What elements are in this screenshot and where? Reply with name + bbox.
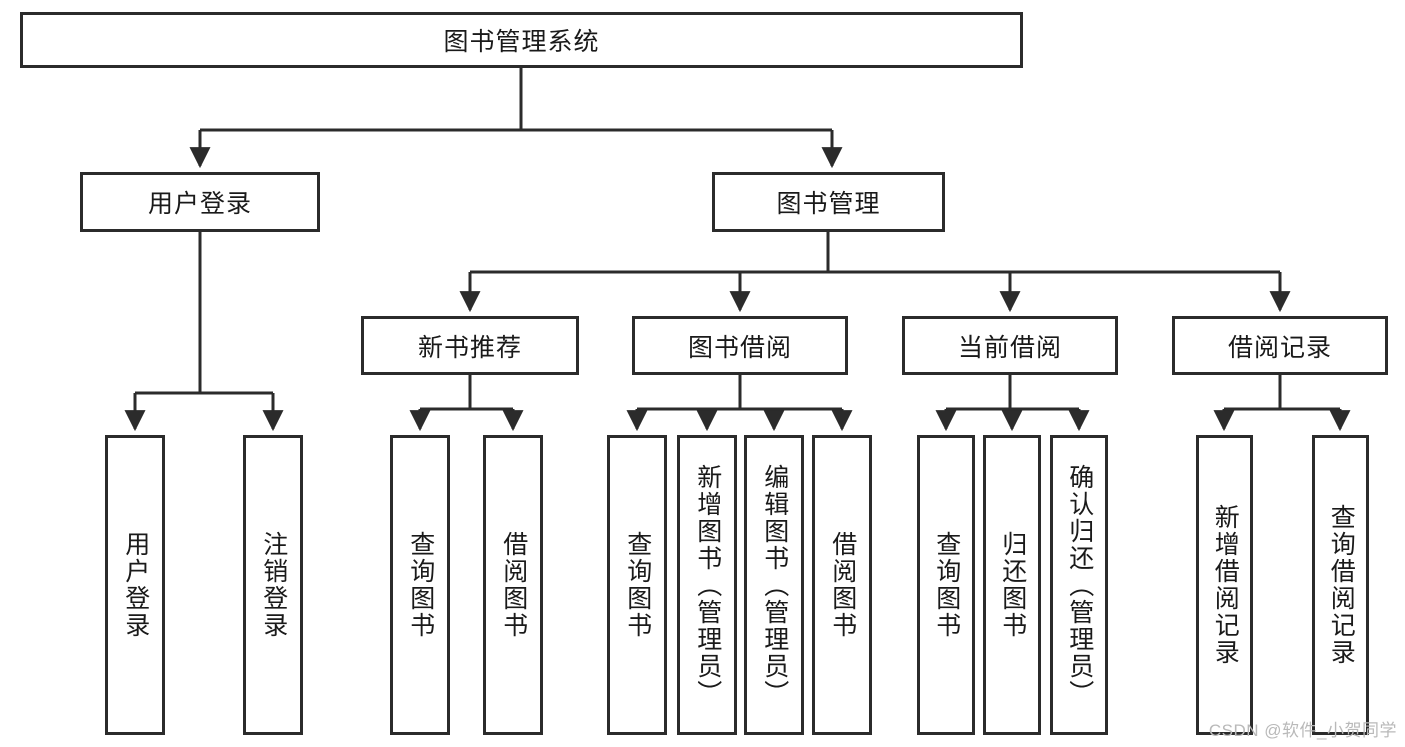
- node-root-label: 图书管理系统: [443, 28, 600, 56]
- node-borrow-record[interactable]: 借阅记录: [1172, 316, 1388, 375]
- node-leaf-borrow-book-rec-label: 借阅图书: [499, 531, 528, 639]
- node-current-borrow-label: 当前借阅: [957, 333, 1062, 362]
- node-leaf-confirm-return-admin-label: 确认归还（管理员）: [1065, 463, 1094, 707]
- node-book-manage[interactable]: 图书管理: [712, 172, 945, 232]
- node-new-book-rec-label: 新书推荐: [417, 333, 522, 362]
- node-leaf-return-book[interactable]: 归还图书: [983, 435, 1041, 735]
- node-leaf-confirm-return-admin[interactable]: 确认归还（管理员）: [1050, 435, 1108, 735]
- node-leaf-user-logout[interactable]: 注销登录: [243, 435, 303, 735]
- node-new-book-rec[interactable]: 新书推荐: [361, 316, 579, 375]
- node-root[interactable]: 图书管理系统: [20, 12, 1023, 68]
- watermark: CSDN @软件_小贺同学: [1208, 721, 1397, 740]
- node-book-borrow[interactable]: 图书借阅: [632, 316, 848, 375]
- node-leaf-add-book-admin[interactable]: 新增图书（管理员）: [677, 435, 737, 735]
- node-leaf-query-book-borrow-label: 查询图书: [623, 531, 652, 639]
- node-leaf-borrow-book[interactable]: 借阅图书: [812, 435, 872, 735]
- node-leaf-borrow-book-label: 借阅图书: [828, 531, 857, 639]
- node-leaf-query-book-current-label: 查询图书: [932, 531, 961, 639]
- node-current-borrow[interactable]: 当前借阅: [902, 316, 1118, 375]
- node-leaf-add-book-admin-label: 新增图书（管理员）: [693, 463, 722, 707]
- node-leaf-user-login-label: 用户登录: [121, 531, 150, 639]
- node-user-login[interactable]: 用户登录: [80, 172, 320, 232]
- node-leaf-borrow-book-rec[interactable]: 借阅图书: [483, 435, 543, 735]
- node-leaf-user-logout-label: 注销登录: [259, 531, 288, 639]
- node-leaf-query-book-rec-label: 查询图书: [406, 531, 435, 639]
- node-leaf-add-borrow-record-label: 新增借阅记录: [1211, 504, 1240, 666]
- node-book-manage-label: 图书管理: [776, 190, 881, 218]
- node-leaf-query-book-rec[interactable]: 查询图书: [390, 435, 450, 735]
- node-leaf-query-borrow-record-label: 查询借阅记录: [1327, 504, 1356, 666]
- node-borrow-record-label: 借阅记录: [1227, 333, 1332, 362]
- node-leaf-add-borrow-record[interactable]: 新增借阅记录: [1196, 435, 1253, 735]
- node-leaf-return-book-label: 归还图书: [998, 531, 1027, 639]
- node-leaf-edit-book-admin-label: 编辑图书（管理员）: [760, 463, 789, 707]
- node-leaf-query-borrow-record[interactable]: 查询借阅记录: [1312, 435, 1369, 735]
- node-leaf-user-login[interactable]: 用户登录: [105, 435, 165, 735]
- node-leaf-query-book-current[interactable]: 查询图书: [917, 435, 975, 735]
- node-book-borrow-label: 图书借阅: [687, 333, 792, 362]
- node-leaf-edit-book-admin[interactable]: 编辑图书（管理员）: [744, 435, 804, 735]
- node-leaf-query-book-borrow[interactable]: 查询图书: [607, 435, 667, 735]
- node-user-login-label: 用户登录: [147, 190, 252, 218]
